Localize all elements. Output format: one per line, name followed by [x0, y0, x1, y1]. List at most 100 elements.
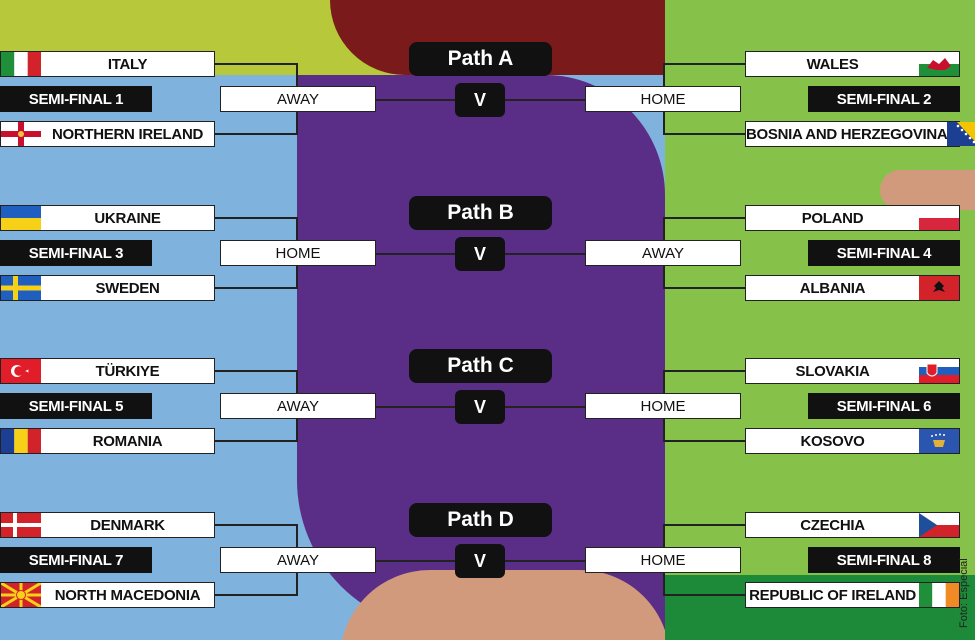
left-team-bottom: ROMANIA	[0, 428, 215, 454]
bracket-line	[215, 133, 297, 135]
venue-label: HOME	[220, 240, 376, 266]
bracket-line	[296, 573, 298, 596]
semi-final-label: SEMI-FINAL 4	[808, 240, 960, 266]
ukraine-flag-icon	[1, 206, 41, 230]
right-team-top: WALES	[745, 51, 960, 77]
bracket-line	[296, 370, 298, 393]
bracket-line	[663, 419, 665, 442]
right-team-top: POLAND	[745, 205, 960, 231]
bracket-line	[663, 524, 665, 547]
bracket-line	[215, 217, 297, 219]
team-name: POLAND	[801, 209, 864, 227]
path-title: Path A	[409, 42, 552, 76]
versus-badge: V	[455, 83, 505, 117]
bracket-line	[215, 63, 297, 65]
bracket-line	[376, 406, 456, 408]
left-team-bottom: NORTHERN IRELAND	[0, 121, 215, 147]
bracket-line	[663, 573, 665, 596]
venue-label: HOME	[585, 547, 741, 573]
romania-flag-icon	[1, 429, 41, 453]
semi-final-label: SEMI-FINAL 7	[0, 547, 152, 573]
path-title: Path D	[409, 503, 552, 537]
team-name: REPUBLIC OF IRELAND	[749, 586, 916, 604]
bracket-line	[376, 253, 456, 255]
team-name: UKRAINE	[94, 209, 161, 227]
venue-label: AWAY	[220, 393, 376, 419]
team-name: TÜRKIYE	[95, 362, 160, 380]
right-team-bottom: ALBANIA	[745, 275, 960, 301]
czechia-flag-icon	[919, 513, 959, 537]
bracket-line	[376, 99, 456, 101]
bracket-line	[215, 440, 297, 442]
left-team-top: ITALY	[0, 51, 215, 77]
bracket-line	[215, 287, 297, 289]
bracket-line	[663, 287, 745, 289]
poland-flag-icon	[919, 206, 959, 230]
bracket-line	[505, 253, 585, 255]
right-team-bottom: REPUBLIC OF IRELAND	[745, 582, 960, 608]
right-team-top: CZECHIA	[745, 512, 960, 538]
venue-label: AWAY	[220, 547, 376, 573]
team-name: BOSNIA AND HERZEGOVINA	[746, 125, 948, 143]
right-team-top: SLOVAKIA	[745, 358, 960, 384]
semi-final-label: SEMI-FINAL 8	[808, 547, 960, 573]
path-title: Path C	[409, 349, 552, 383]
semi-final-label: SEMI-FINAL 2	[808, 86, 960, 112]
bracket-line	[663, 217, 665, 240]
bracket-line	[505, 99, 585, 101]
bg-salmon-bottom	[340, 570, 670, 640]
denmark-flag-icon	[1, 513, 41, 537]
team-name: WALES	[806, 55, 859, 73]
northern-ireland-flag-icon	[1, 122, 41, 146]
bracket-line	[296, 266, 298, 289]
right-team-bottom: BOSNIA AND HERZEGOVINA	[745, 121, 975, 147]
bracket-line	[663, 217, 745, 219]
turkiye-flag-icon	[1, 359, 41, 383]
sweden-flag-icon	[1, 276, 41, 300]
venue-label: HOME	[585, 393, 741, 419]
venue-label: AWAY	[220, 86, 376, 112]
bracket-line	[505, 406, 585, 408]
bracket-line	[296, 217, 298, 240]
team-name: DENMARK	[90, 516, 165, 534]
bracket-line	[296, 524, 298, 547]
team-name: NORTHERN IRELAND	[51, 125, 204, 143]
right-team-bottom: KOSOVO	[745, 428, 960, 454]
kosovo-flag-icon	[919, 429, 959, 453]
team-name: ITALY	[107, 55, 148, 73]
bracket-line	[663, 63, 745, 65]
team-name: CZECHIA	[800, 516, 865, 534]
photo-credit: Foto: Especial	[958, 558, 970, 628]
bracket-line	[663, 370, 745, 372]
wales-flag-icon	[919, 52, 959, 76]
bracket-line	[663, 133, 745, 135]
versus-badge: V	[455, 237, 505, 271]
venue-label: HOME	[585, 86, 741, 112]
bracket-line	[296, 112, 298, 135]
bracket-line	[663, 266, 665, 289]
team-name: SLOVAKIA	[795, 362, 870, 380]
bracket-line	[215, 524, 297, 526]
bracket-line	[663, 112, 665, 135]
bracket-line	[663, 370, 665, 393]
bracket-line	[215, 594, 297, 596]
bracket-line	[296, 419, 298, 442]
bracket-line	[215, 370, 297, 372]
north-macedonia-flag-icon	[1, 583, 41, 607]
slovakia-flag-icon	[919, 359, 959, 383]
bg-salmon-right	[880, 170, 975, 210]
semi-final-label: SEMI-FINAL 1	[0, 86, 152, 112]
bracket-line	[663, 440, 745, 442]
left-team-bottom: NORTH MACEDONIA	[0, 582, 215, 608]
team-name: SWEDEN	[95, 279, 160, 297]
italy-flag-icon	[1, 52, 41, 76]
bracket-line	[663, 524, 745, 526]
team-name: KOSOVO	[800, 432, 865, 450]
semi-final-label: SEMI-FINAL 3	[0, 240, 152, 266]
left-team-bottom: SWEDEN	[0, 275, 215, 301]
bracket-line	[663, 63, 665, 86]
left-team-top: TÜRKIYE	[0, 358, 215, 384]
team-name: ROMANIA	[92, 432, 163, 450]
left-team-top: DENMARK	[0, 512, 215, 538]
